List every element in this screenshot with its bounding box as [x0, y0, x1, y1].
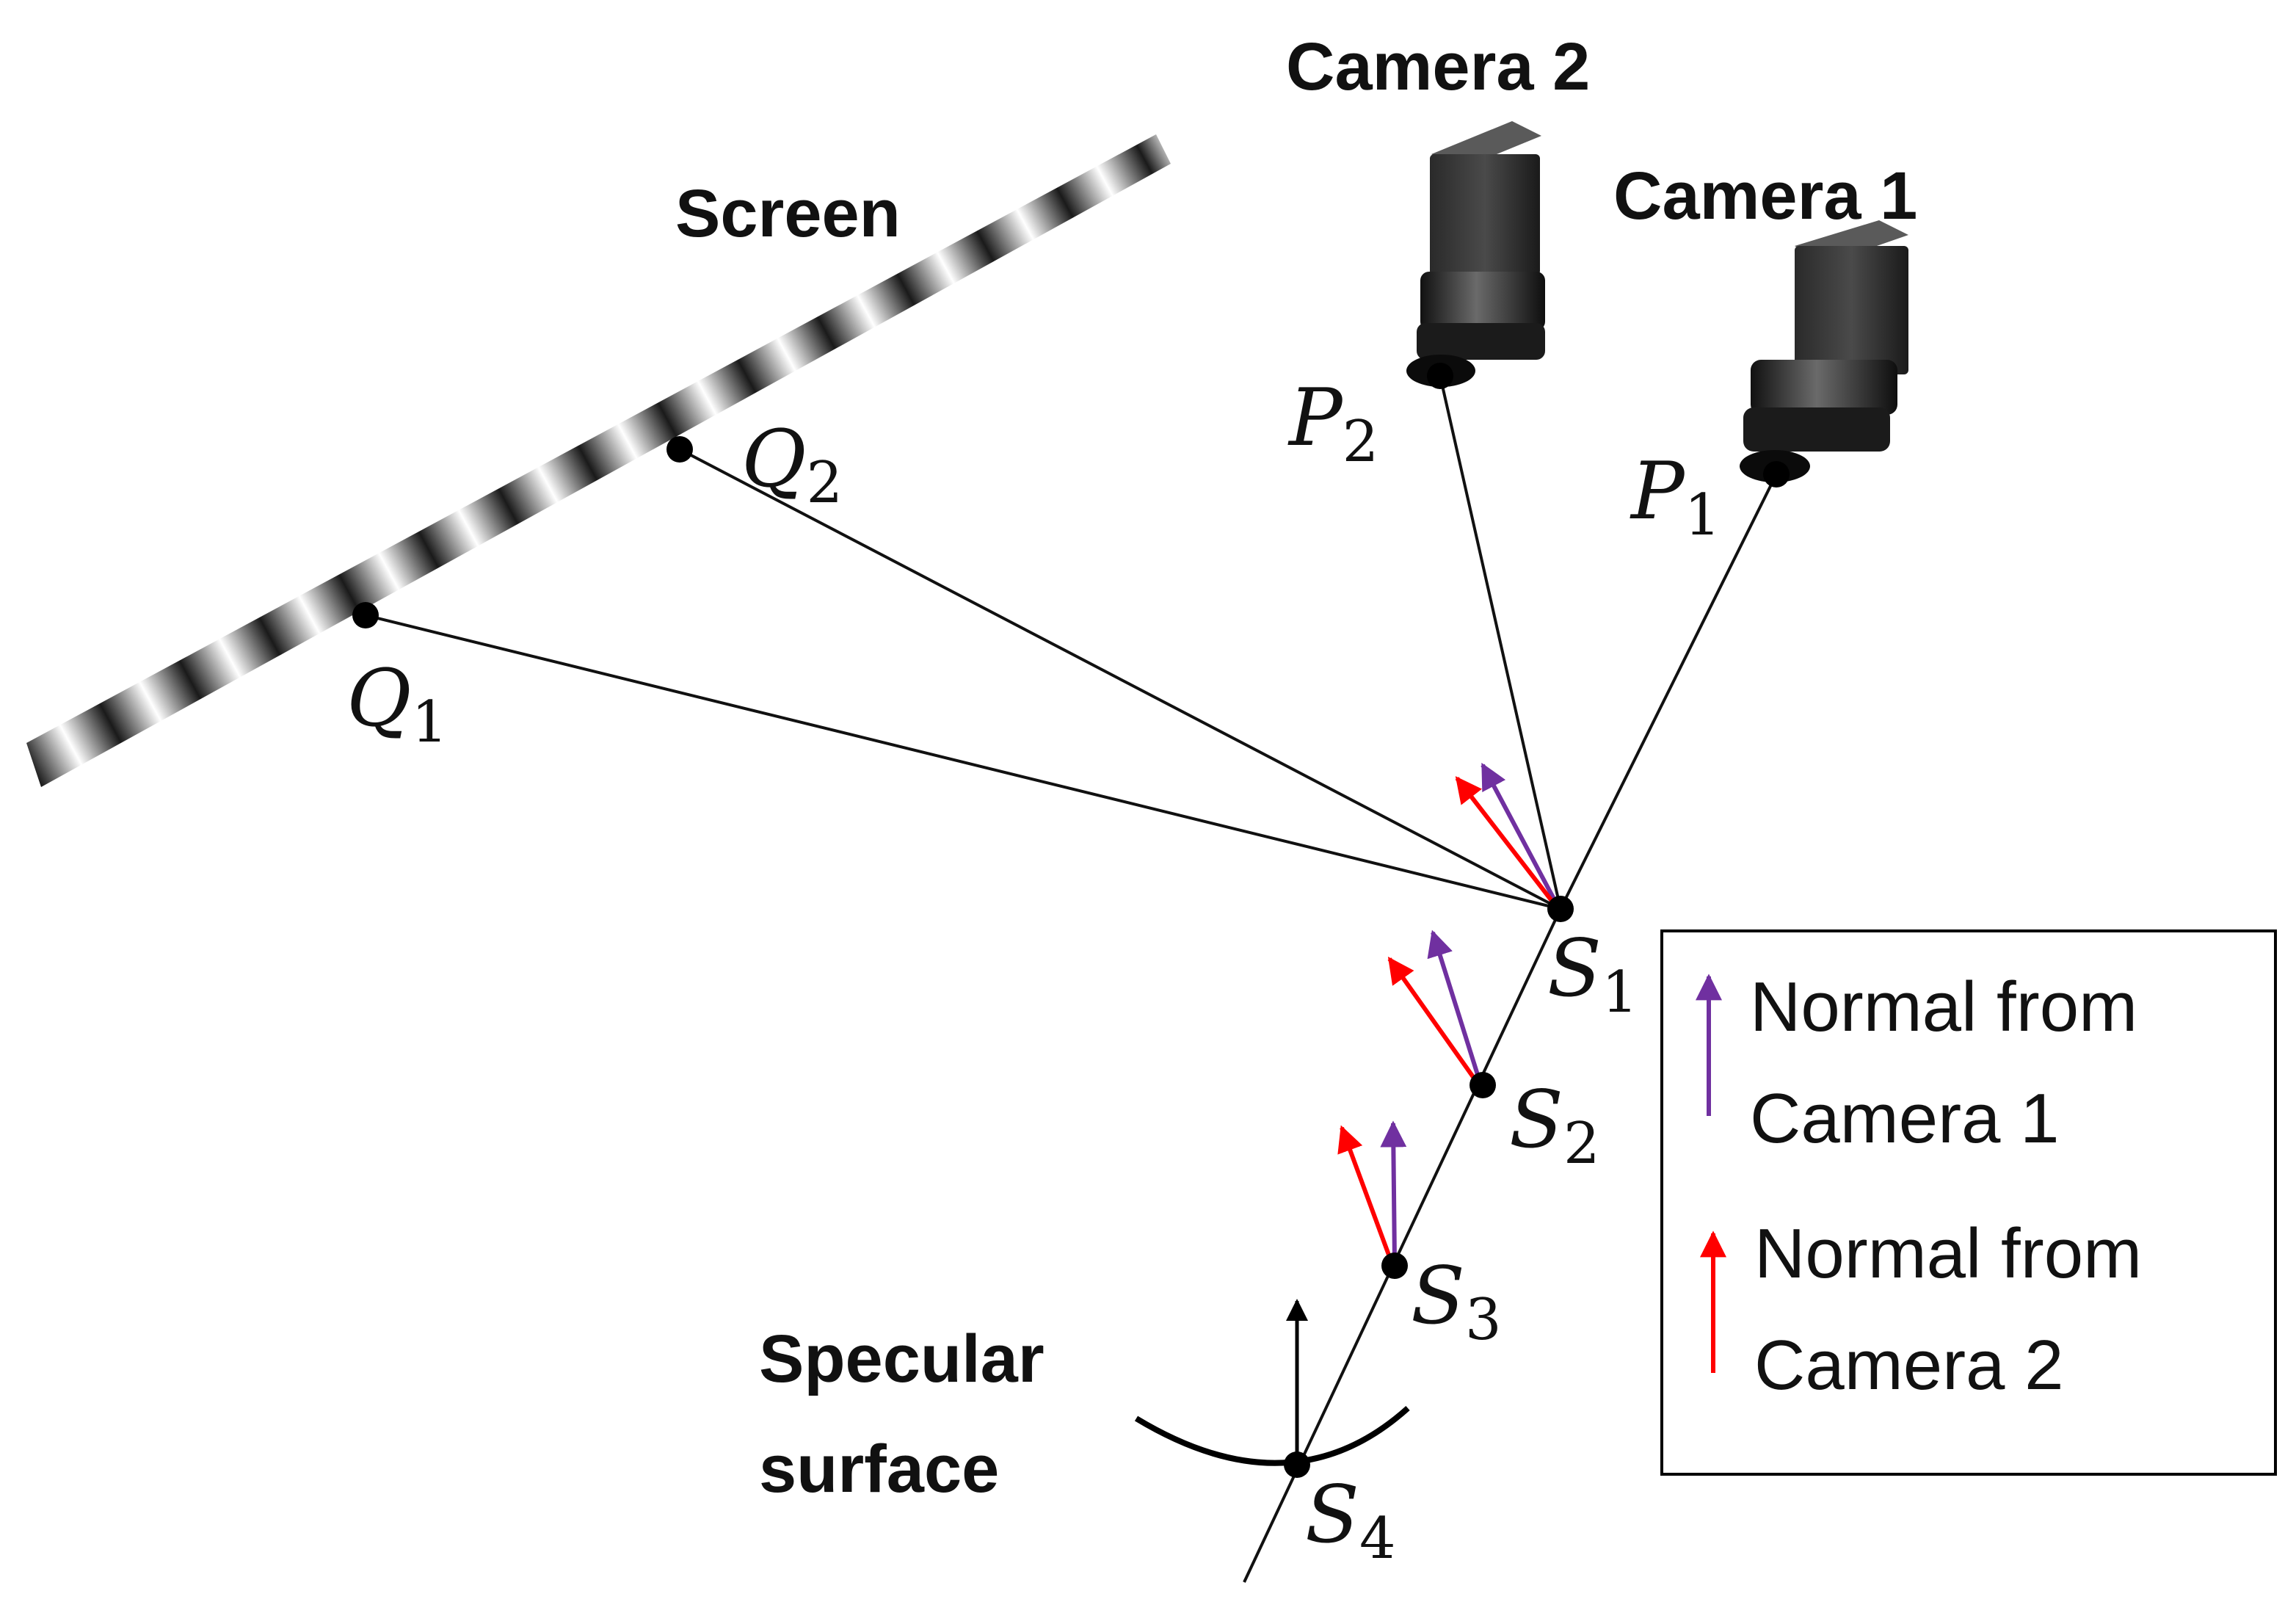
label-s3: S3 [1411, 1250, 1502, 1353]
label-q1: Q1 [346, 653, 448, 755]
legend: Normal from Camera 1 Normal from Camera … [1660, 929, 2277, 1476]
normals [1286, 762, 1558, 1465]
specular-label-line1: Specular [759, 1322, 1045, 1396]
point-s3 [1381, 1253, 1408, 1279]
specular-label-line2: surface [759, 1432, 999, 1507]
screen-bar [26, 134, 1171, 787]
label-s4: S4 [1305, 1469, 1396, 1572]
legend-camera1-line2: Camera 1 [1750, 1079, 2060, 1158]
point-s4 [1284, 1451, 1310, 1478]
normal-camera1-s1 [1481, 762, 1558, 905]
legend-camera2-line2: Camera 2 [1754, 1326, 2064, 1404]
legend-camera1-line1: Normal from [1750, 968, 2137, 1046]
label-p1: P1 [1630, 446, 1721, 548]
point-q2 [666, 436, 693, 463]
label-q2: Q2 [741, 413, 843, 516]
camera-1-icon [1740, 220, 1908, 482]
points [352, 363, 1790, 1478]
normal-camera2-s3 [1337, 1125, 1394, 1264]
legend-camera2-line1: Normal from [1754, 1214, 2142, 1293]
point-s1 [1547, 896, 1574, 922]
point-s2 [1469, 1072, 1496, 1098]
screen-label: Screen [675, 176, 901, 251]
ray-p2-s1 [1439, 375, 1562, 910]
ray-p1-s1 [1559, 474, 1778, 910]
ray-q1-s1 [365, 614, 1561, 910]
label-s2: S2 [1509, 1074, 1600, 1177]
point-p2 [1427, 363, 1453, 389]
normal-camera2-s1 [1455, 776, 1557, 906]
legend-box [1660, 929, 2277, 1476]
label-s1: S1 [1547, 923, 1638, 1026]
label-p2: P2 [1287, 372, 1378, 475]
ray-q2-s1 [679, 448, 1561, 910]
point-q1 [352, 602, 379, 628]
normal-camera1-s2 [1427, 929, 1481, 1080]
camera-2-label: Camera 2 [1286, 29, 1590, 104]
camera-2-icon [1406, 121, 1545, 387]
specular-surface-curve [1134, 1406, 1410, 1466]
point-p1 [1763, 461, 1790, 487]
camera-1-label: Camera 1 [1613, 159, 1917, 233]
normal-camera1-s3 [1380, 1120, 1407, 1262]
normal-camera2-s2 [1387, 957, 1479, 1084]
line-of-sight [1243, 908, 1562, 1583]
